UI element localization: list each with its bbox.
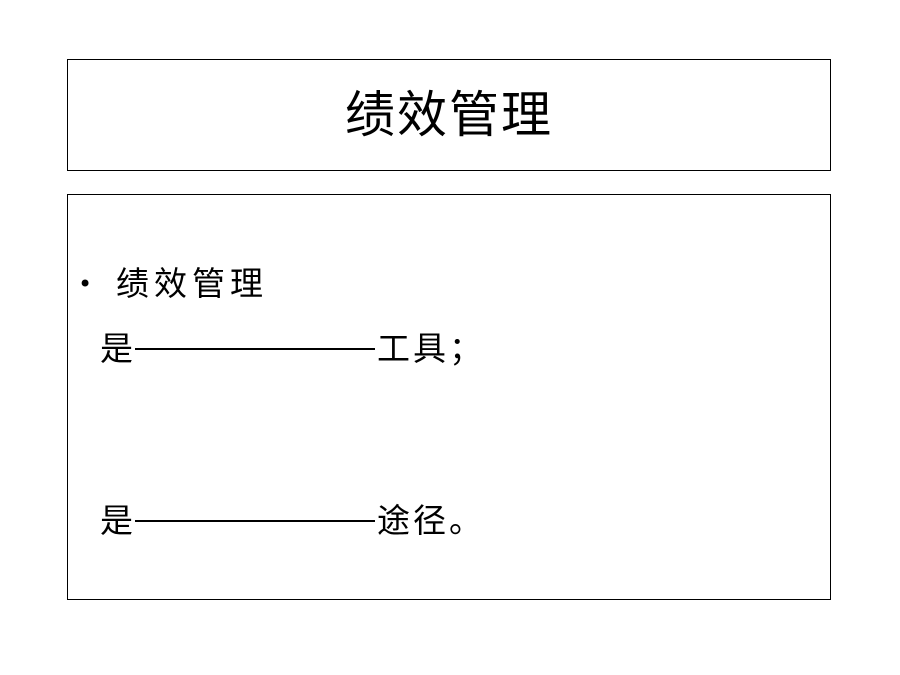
fill-in-prefix: 是 xyxy=(100,501,133,540)
fill-in-blank xyxy=(135,347,375,350)
fill-in-line-path: 是 途径。 xyxy=(100,504,485,537)
fill-in-line-tool: 是 工具； xyxy=(100,332,485,365)
slide-title: 绩效管理 xyxy=(345,86,553,144)
bullet-item: • 绩效管理 xyxy=(78,267,268,300)
fill-in-blank xyxy=(135,519,375,522)
bullet-text: 绩效管理 xyxy=(116,264,268,303)
slide-body-box: • 绩效管理 是 工具； 是 途径。 xyxy=(67,194,831,600)
slide-title-box: 绩效管理 xyxy=(67,59,831,171)
fill-in-suffix: 工具； xyxy=(377,329,485,368)
fill-in-prefix: 是 xyxy=(100,329,133,368)
fill-in-suffix: 途径。 xyxy=(377,501,485,540)
bullet-marker-icon: • xyxy=(78,269,93,298)
